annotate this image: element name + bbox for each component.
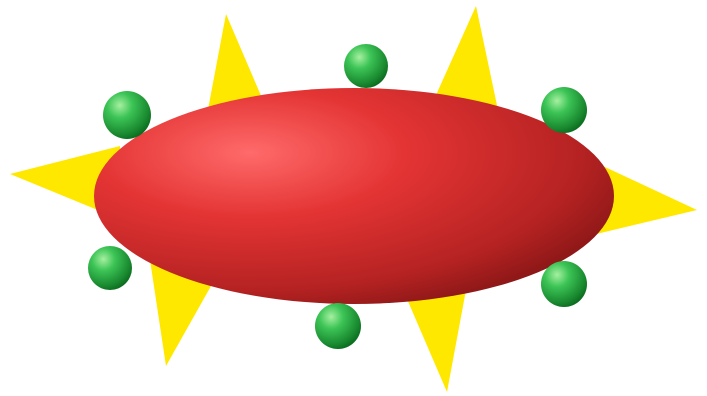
green-ball-bottom-right bbox=[541, 261, 587, 307]
green-ball-top-center bbox=[344, 44, 388, 88]
green-ball-top-left bbox=[103, 91, 151, 139]
green-ball-bottom-center bbox=[315, 303, 361, 349]
green-ball-top-right bbox=[541, 87, 587, 133]
red-ellipse-body bbox=[94, 88, 614, 304]
green-ball-bottom-left bbox=[88, 246, 132, 290]
